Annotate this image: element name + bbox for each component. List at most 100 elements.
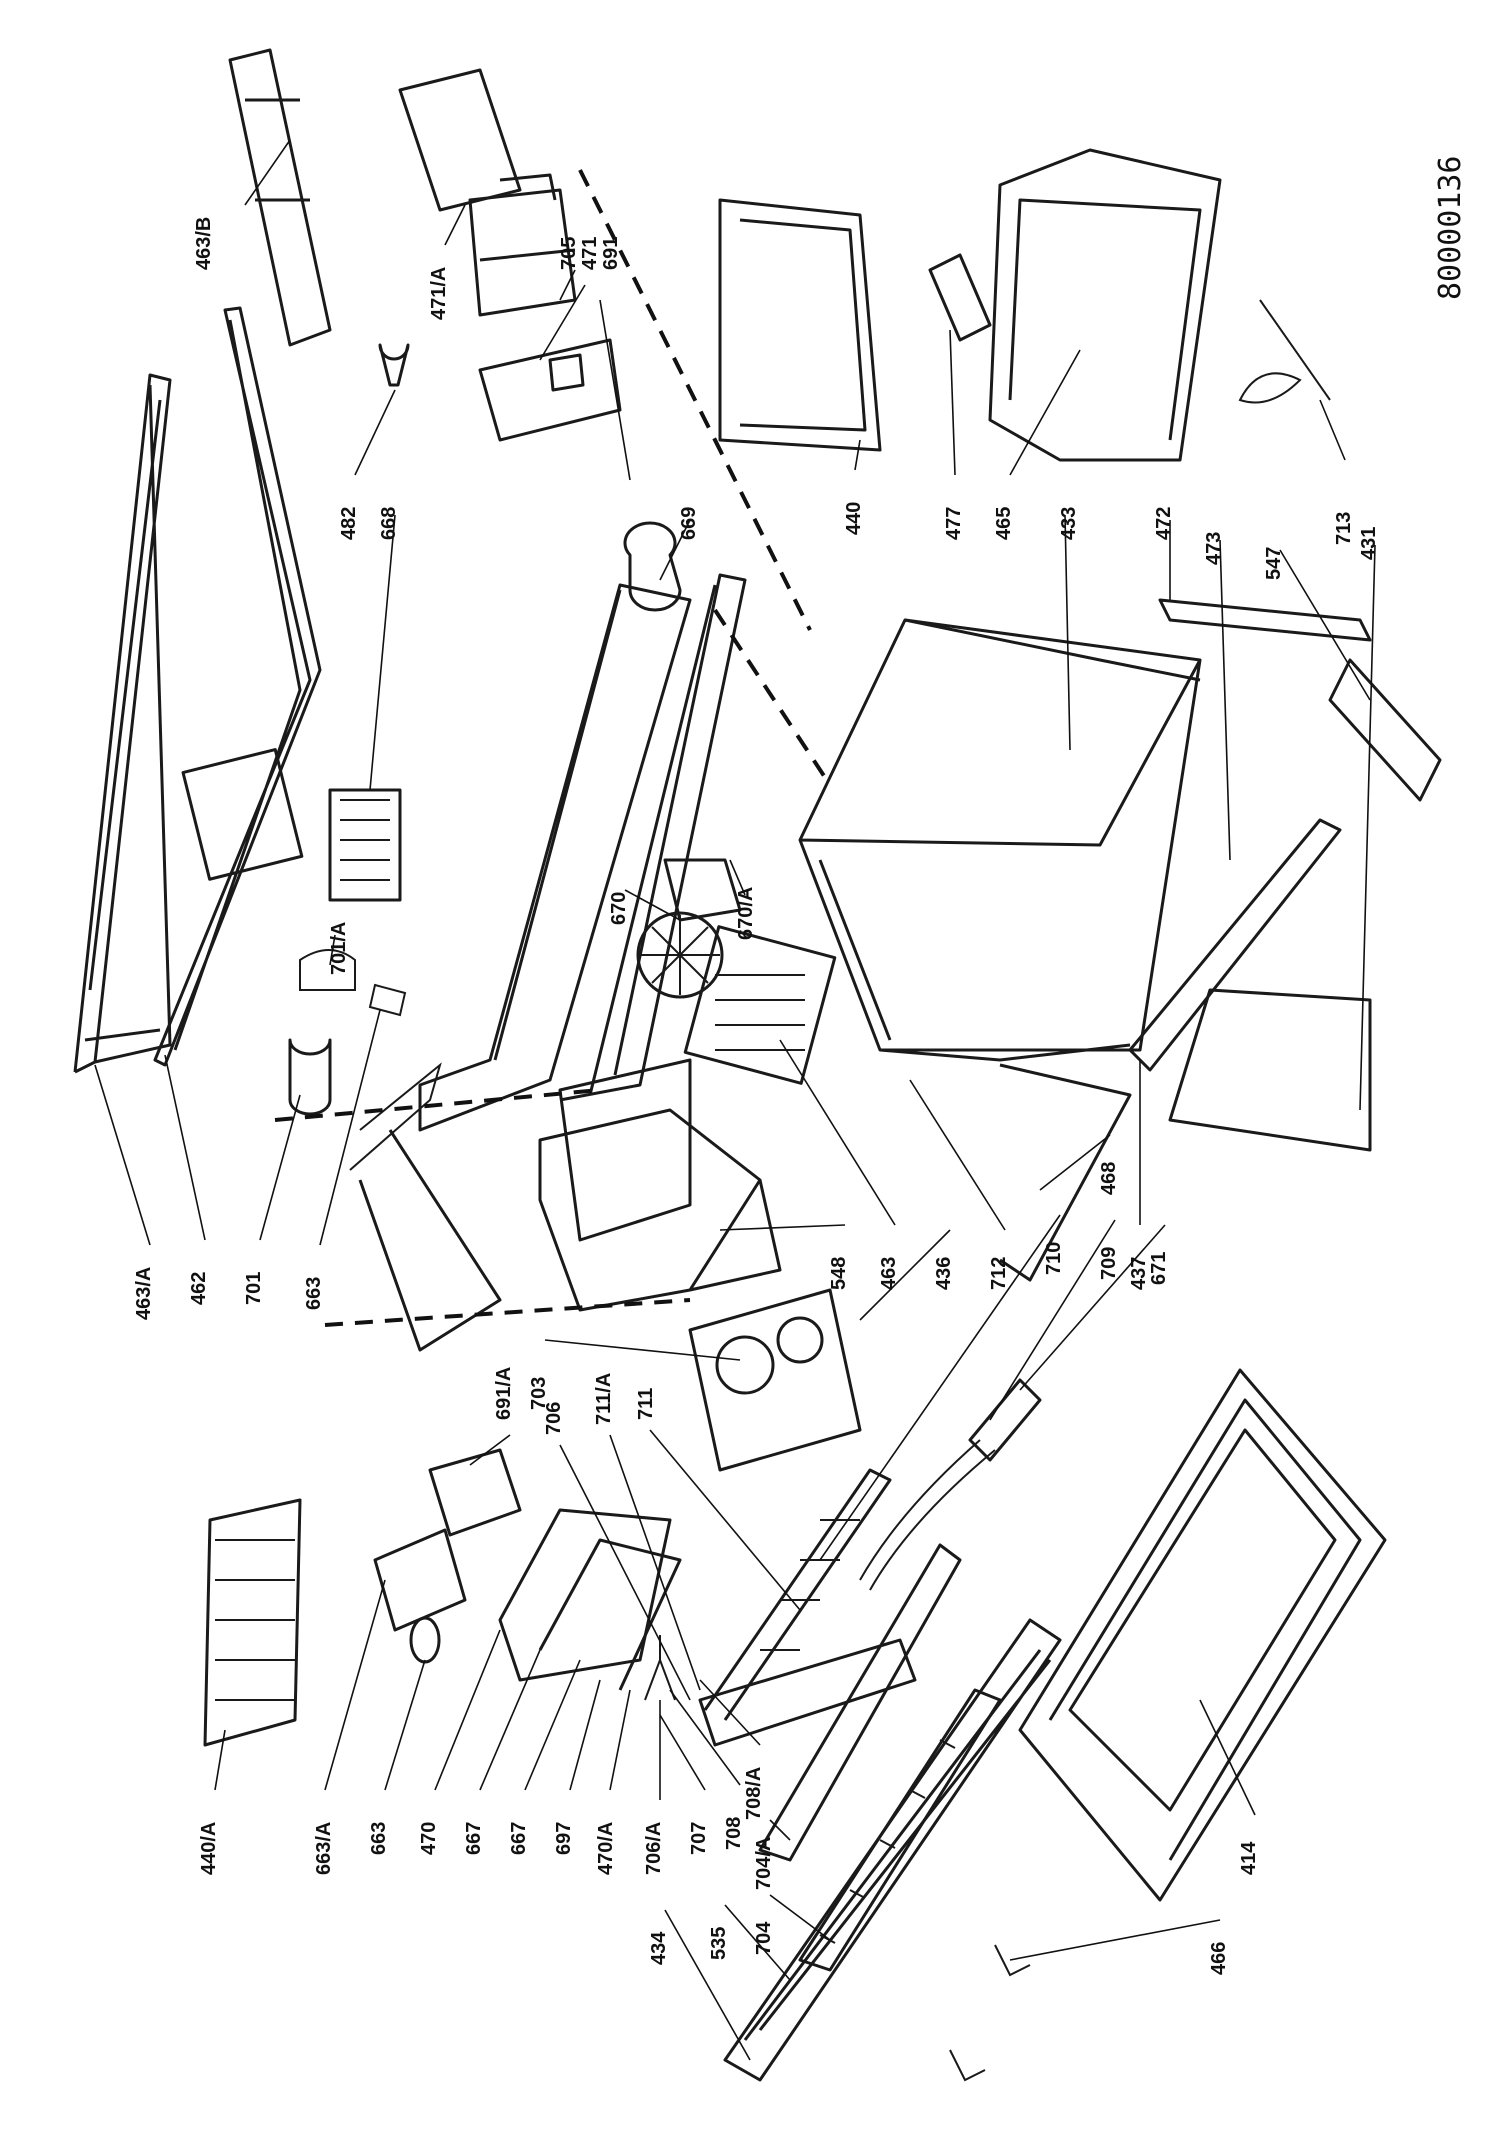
leader-708 [669, 1689, 741, 1786]
part-probe [1238, 299, 1331, 404]
leader-470 [434, 1629, 501, 1791]
label-706: 706 [543, 1402, 565, 1435]
leader-548 [719, 1224, 846, 1231]
label-701: 701 [243, 1272, 265, 1305]
part-thermostat-482 [378, 343, 410, 387]
part-transformer-windings [340, 799, 390, 881]
label-707: 707 [688, 1822, 710, 1855]
leader-482 [354, 389, 396, 476]
leader-711 [649, 1429, 801, 1611]
label-705: 705 [558, 237, 580, 270]
label-663b: 663 [368, 1822, 390, 1855]
part-outlines [73, 48, 1442, 2082]
part-top-plate [153, 306, 322, 1067]
part-handle [928, 253, 992, 342]
leader-701a [329, 934, 336, 966]
leader-705 [559, 269, 576, 301]
part-bulb-663 [409, 1616, 441, 1664]
guide-dashed-lower [274, 1088, 601, 1122]
label-713: 713 [1333, 512, 1355, 545]
part-magnetron-plate [398, 68, 522, 212]
label-706a: 706/A [643, 1822, 665, 1875]
leader-706 [559, 1444, 691, 1701]
leader-547 [1279, 549, 1371, 701]
part-rail-547 [1328, 658, 1442, 802]
part-door-window [1068, 1428, 1337, 1812]
label-462: 462 [188, 1272, 210, 1305]
leader-414 [1199, 1699, 1256, 1816]
part-top-cover [73, 373, 172, 1074]
part-relay-frame [538, 1538, 682, 1691]
part-side-frame [418, 583, 692, 1132]
leader-470a [609, 1689, 631, 1791]
label-709: 709 [1098, 1247, 1120, 1280]
label-670a: 670/A [735, 887, 757, 940]
part-fan-motor [663, 858, 742, 922]
leader-701 [259, 1094, 301, 1241]
label-431: 431 [1358, 527, 1380, 560]
part-top-plate-window [181, 748, 304, 881]
leader-713 [1319, 399, 1346, 461]
leader-712 [909, 1079, 1006, 1231]
label-470: 470 [418, 1822, 440, 1855]
leader-703 [544, 1339, 741, 1361]
label-465: 465 [993, 507, 1015, 540]
leader-663a [324, 1579, 386, 1791]
part-front-fascia [723, 1618, 1062, 2082]
leader-468 [1039, 1134, 1111, 1191]
part-clip-466 [949, 1944, 1031, 2082]
leader-667 [479, 1649, 541, 1791]
label-548: 548 [828, 1257, 850, 1290]
label-468: 468 [1098, 1162, 1120, 1195]
leader-463 [779, 1039, 896, 1226]
leader-473 [1219, 539, 1231, 861]
part-fan [636, 911, 724, 999]
part-main-door [1018, 1368, 1387, 1902]
label-482: 482 [338, 507, 360, 540]
part-frame-channel [559, 573, 747, 1102]
part-vent-slots [215, 1539, 295, 1701]
label-701a: 701/A [328, 922, 350, 975]
part-door-frame [1128, 818, 1342, 1072]
leader-711a [609, 1434, 701, 1691]
part-side-duct [228, 48, 332, 347]
part-timer-module [688, 1288, 862, 1472]
leader-667b [524, 1659, 581, 1791]
label-704a: 704/A [753, 1837, 775, 1890]
leader-463a [94, 1064, 151, 1246]
part-cavity-floor [999, 1063, 1132, 1282]
leader-465 [1009, 349, 1081, 476]
leader-463b [244, 139, 291, 206]
leader-691 [599, 299, 631, 481]
part-inner-door [988, 148, 1222, 462]
label-473: 473 [1203, 532, 1225, 565]
part-motor-669 [623, 521, 682, 612]
label-704: 704 [753, 1921, 775, 1955]
label-472: 472 [1153, 507, 1175, 540]
callout-labels: 463/A 462 701 663 701/A 668 482 463/B 47… [133, 217, 1380, 1975]
label-440a: 440/A [198, 1822, 220, 1875]
part-panel-sheet [358, 1129, 502, 1352]
part-timer-b [776, 1316, 824, 1364]
part-button-rail [798, 1688, 1002, 1972]
part-control-strip [758, 1543, 962, 1862]
leader-436 [859, 1229, 951, 1321]
part-relay-board [498, 1508, 672, 1682]
label-667b: 667 [508, 1822, 530, 1855]
leader-670a [729, 859, 746, 896]
leader-670 [624, 889, 681, 921]
leader-440a [214, 1729, 226, 1791]
label-463a: 463/A [133, 1267, 155, 1320]
leader-663b [384, 1659, 426, 1791]
part-back-bracket [558, 1058, 692, 1242]
part-plate-663a [373, 1528, 467, 1632]
leader-709 [989, 1219, 1116, 1421]
label-463b: 463/B [193, 217, 215, 270]
part-control-board [698, 1468, 917, 1747]
label-670: 670 [608, 892, 630, 925]
label-711a: 711/A [593, 1373, 615, 1425]
part-capacitor-clip [299, 949, 356, 991]
part-capacitor [288, 1038, 332, 1116]
label-470a: 470/A [595, 1822, 617, 1875]
